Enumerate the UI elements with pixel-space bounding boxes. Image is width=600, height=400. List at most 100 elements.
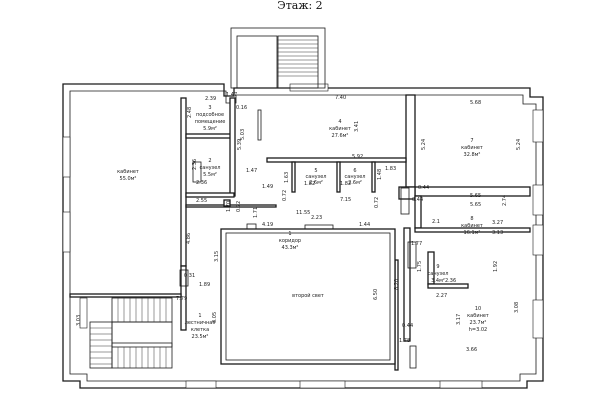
dimension-label: 5.03 xyxy=(240,129,246,140)
dimension-label: 1.49 xyxy=(262,184,273,190)
dimension-label: 5.92 xyxy=(352,154,363,160)
room-area: 16.1м² xyxy=(464,230,481,236)
floor-title: Этаж: 2 xyxy=(277,0,322,12)
room-area: 5.5м² xyxy=(203,172,217,178)
dimension-label: 0.72 xyxy=(236,201,242,212)
dimension-label: 5.39 xyxy=(237,139,243,150)
dimension-label: 2.36 xyxy=(445,278,456,284)
dimension-label: 2.55 xyxy=(196,198,207,204)
room-area: 5.9м² xyxy=(203,126,217,132)
dimension-label: 3.05 xyxy=(212,312,218,323)
dimension-label: 3.66 xyxy=(466,347,477,353)
dimension-label: 11.55 xyxy=(296,210,310,216)
dimension-label: 5.24 xyxy=(516,139,522,150)
room-label-utility: помещение xyxy=(195,119,226,125)
dimension-label: 1.92 xyxy=(493,261,499,272)
room-label-cabinet: кабинет xyxy=(467,313,489,319)
dimension-label: 2.1 xyxy=(432,219,440,225)
room-label-wc: санузел xyxy=(428,271,449,277)
dimension-label: 2.74 xyxy=(502,195,508,206)
room-number: 9 xyxy=(436,264,439,270)
room-label-cabinet-large: кабинет xyxy=(117,169,139,175)
room-label-cabinet: кабинет xyxy=(461,223,483,229)
dimension-label: 7.40 xyxy=(335,95,346,101)
room-number: 10 xyxy=(475,306,481,312)
room-area: 2.6м² xyxy=(348,180,362,186)
dimension-label: 5.65 xyxy=(470,193,481,199)
room-number: 7 xyxy=(470,138,473,144)
dimension-label: 7.79 xyxy=(176,296,187,302)
void-second-light xyxy=(220,228,396,365)
dimension-label: 1.82 xyxy=(340,181,351,187)
room-number: 6 xyxy=(353,168,356,174)
dimension-label: 3.17 xyxy=(456,314,462,325)
dimension-label: 0.16 xyxy=(236,105,247,111)
room-area: 43.3м² xyxy=(282,245,299,251)
room-label-corridor: коридор xyxy=(279,238,301,244)
dimension-label: 6.50 xyxy=(373,289,379,300)
ceiling-height-note: h=3.02 xyxy=(469,327,488,333)
room-area: 55.0м² xyxy=(120,176,137,182)
entrance-porch xyxy=(230,27,326,89)
dimension-label: 1.75 xyxy=(417,261,423,272)
dimension-label: 7.15 xyxy=(340,197,351,203)
room-area: 2.6м² xyxy=(309,180,323,186)
dimension-label: 0.44 xyxy=(412,197,423,203)
room-label-utility: подсобное xyxy=(196,112,224,118)
windows xyxy=(62,83,544,389)
room-number: 8 xyxy=(470,216,473,222)
dimension-label: 5.65 xyxy=(470,202,481,208)
room-label-wc: санузел xyxy=(306,174,327,180)
interior-walls xyxy=(69,94,531,371)
dimension-label: 1.63 xyxy=(284,172,290,183)
dimension-label: 1.48 xyxy=(377,169,383,180)
room-label-stairwell: лестничная xyxy=(185,320,216,326)
dimension-label: 2.36 xyxy=(196,180,207,186)
room-label-stairwell: клетка xyxy=(191,327,209,333)
room-label-cabinet: кабинет xyxy=(461,145,483,151)
dimension-label: 4.86 xyxy=(186,233,192,244)
dimension-label: 1.71 xyxy=(253,207,259,218)
room-number: 1 xyxy=(288,231,291,237)
dimension-label: 0.44 xyxy=(418,185,429,191)
column xyxy=(223,199,231,207)
dimension-label: 3.27 xyxy=(492,220,503,226)
dimension-label: 2.23 xyxy=(311,215,322,221)
dimension-label: 2.39 xyxy=(205,96,216,102)
room-number: 2 xyxy=(208,158,211,164)
room-label-cabinet: кабинет xyxy=(329,126,351,132)
dimension-label: 3.13 xyxy=(492,230,503,236)
dimension-label: 2.48 xyxy=(187,107,193,118)
dimension-label: 2.36 xyxy=(192,159,198,170)
room-number: 3 xyxy=(208,105,211,111)
room-number: 4 xyxy=(338,119,341,125)
dimension-label: 8.20 xyxy=(394,279,400,290)
dimension-label: 1.47 xyxy=(226,92,237,98)
dimension-label: 0.31 xyxy=(184,273,195,279)
room-label-second-light: второй свет xyxy=(292,292,324,299)
dimension-label: 1.83 xyxy=(385,166,396,172)
dimension-label: 5.68 xyxy=(470,100,481,106)
dimension-label: 1.47 xyxy=(246,168,257,174)
dimension-label: 0.72 xyxy=(374,197,380,208)
room-area: 27.6м² xyxy=(332,133,349,139)
dimension-label: 5.24 xyxy=(421,139,427,150)
dimension-labels: 2.39 1.47 0.16 7.40 5.68 2.48 5.395.03 3.41 5.24… xyxy=(76,92,522,353)
dimension-label: 3.08 xyxy=(514,302,520,313)
dimension-label: 1.77 xyxy=(411,241,422,247)
room-number: 1 xyxy=(198,313,201,319)
dimension-label: 1.78 xyxy=(399,338,410,344)
room-labels: кабинет 55.0м² 3 подсобное помещение 5.9… xyxy=(117,105,489,340)
room-number: 5 xyxy=(314,168,317,174)
room-area: 32.8м² xyxy=(464,152,481,158)
dimension-label: 1.70 xyxy=(226,201,232,212)
room-area: 23.7м² xyxy=(470,320,487,326)
dimension-label: 2.27 xyxy=(436,293,447,299)
stairwell xyxy=(89,297,173,369)
room-area: 23.5м² xyxy=(192,334,209,340)
dimension-label: 3.41 xyxy=(354,121,360,132)
dimension-label: 4.19 xyxy=(262,222,273,228)
room-area: 3.4м² xyxy=(431,278,445,284)
room-label-wc: санузел xyxy=(200,165,221,171)
